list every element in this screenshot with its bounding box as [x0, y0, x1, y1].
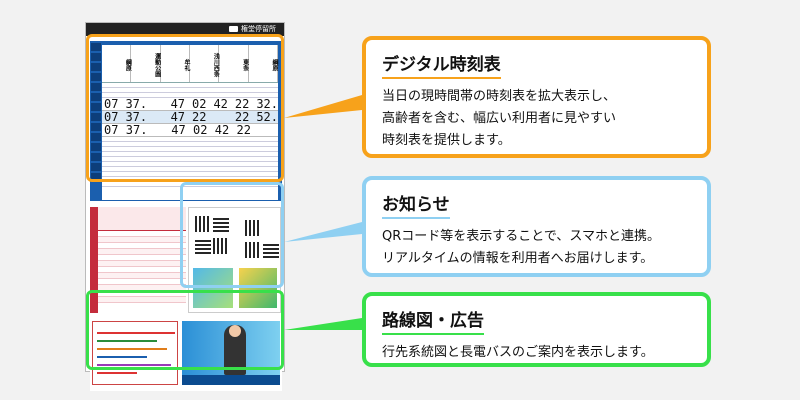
timetable-column: 東条 — [219, 45, 249, 82]
callout-body: 当日の現時間帯の時刻表を拡大表示し、 高齢者を含む、幅広い利用者に見やすい 時刻… — [382, 89, 617, 148]
route-ad-highlight — [86, 290, 284, 370]
timetable-column: 浅川西条 — [190, 45, 220, 82]
qr-code-icon — [213, 216, 229, 232]
qr-code-icon — [245, 220, 261, 236]
callout-title: デジタル時刻表 — [382, 50, 501, 79]
timetable-column: 運動公園 — [131, 45, 161, 82]
bus-icon — [229, 26, 238, 32]
notice-image — [239, 268, 277, 308]
qr-code-icon — [195, 216, 211, 232]
secondary-timetable — [90, 207, 186, 313]
callout-digital-timetable: デジタル時刻表 当日の現時間帯の時刻表を拡大表示し、 高齢者を含む、幅広い利用者… — [362, 36, 711, 158]
notice-panel — [188, 207, 281, 313]
timetable-column: 牟礼 — [161, 45, 190, 82]
callout-route-ad: 路線図・広告 行先系統図と長電バスのご案内を表示します。 — [362, 292, 711, 367]
callout-title: お知らせ — [382, 190, 450, 219]
callout-title: 路線図・広告 — [382, 306, 484, 335]
callout-body: 行先系統図と長電バスのご案内を表示します。 — [382, 345, 654, 360]
route-ad-panel — [90, 319, 282, 391]
timetable-footer — [102, 193, 278, 200]
qr-code-icon — [195, 238, 211, 254]
board-header: 権堂停留所 — [86, 23, 284, 36]
qr-code-icon — [263, 242, 279, 258]
route-map — [92, 321, 178, 385]
advertisement — [182, 321, 280, 385]
notice-image — [193, 268, 233, 308]
qr-code-icon — [213, 238, 229, 254]
callout-notice: お知らせ QRコード等を表示することで、スマホと連携。 リアルタイムの情報を利用… — [362, 176, 711, 277]
timetable-hour-column — [90, 41, 102, 201]
notice-highlight — [180, 182, 284, 288]
callout-body: QRコード等を表示することで、スマホと連携。 リアルタイムの情報を利用者へお届け… — [382, 229, 660, 266]
timetable-highlight — [86, 34, 284, 182]
stop-name: 権堂停留所 — [241, 25, 276, 33]
timetable-header: 綱原 運動公園 牟礼 浅川西条 東条 綱原 — [102, 45, 278, 83]
timetable-column: 綱原 — [102, 45, 132, 82]
qr-code-icon — [245, 242, 261, 258]
timetable-column: 綱原 — [249, 45, 278, 82]
